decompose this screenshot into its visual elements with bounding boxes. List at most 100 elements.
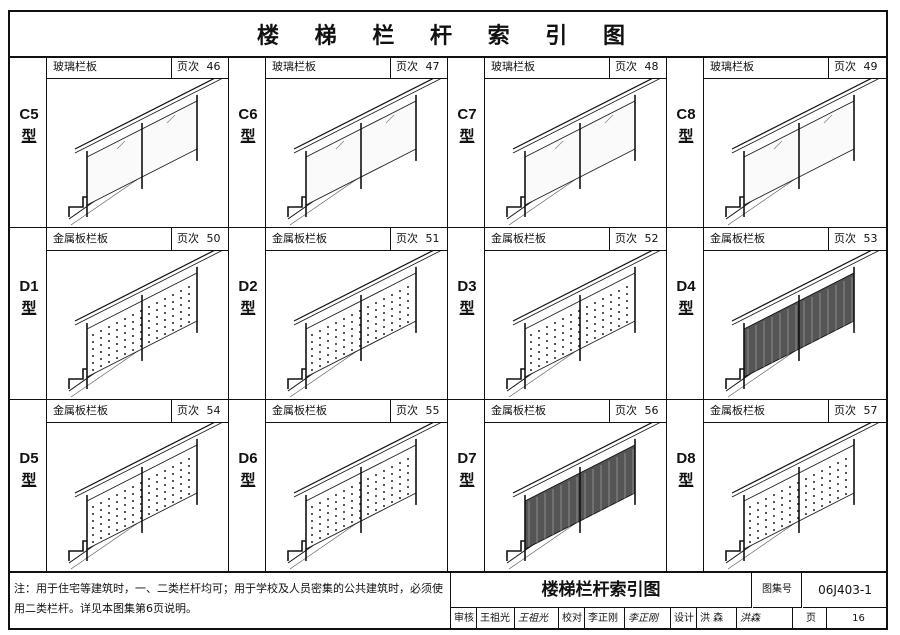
railing-page-ref: 页次 49 [828,56,886,78]
page-ref-number: 46 [206,60,221,73]
page-ref-label: 页次 [615,404,637,417]
stair-railing-drawing [68,416,226,570]
railing-detail-header: 金属板栏板 页次 52 [485,228,667,251]
railing-index-cell: C6 型 玻璃栏板 页次 47 [229,56,448,228]
railing-page-ref: 页次 46 [171,56,229,78]
railing-drawing-area [704,416,886,571]
railing-type-code: C7 [457,106,477,123]
page-ref-number: 55 [425,404,440,417]
page-ref-label: 页次 [834,404,856,417]
railing-index-grid: C5 型 玻璃栏板 页次 46 C6 型 玻璃栏板 页次 47 [10,56,886,572]
railing-detail-frame: 玻璃栏板 页次 46 [46,56,229,228]
page-ref-number: 57 [863,404,878,417]
railing-index-cell: C8 型 玻璃栏板 页次 49 [667,56,886,228]
railing-index-cell: C5 型 玻璃栏板 页次 46 [10,56,229,228]
stair-railing-drawing [287,244,445,398]
railing-type-label: D3 型 [454,276,480,320]
designer-signature: 洪森 [737,608,793,629]
railing-drawing-area [704,72,886,227]
railing-type-suffix: 型 [21,472,37,489]
railing-page-ref: 页次 54 [171,400,229,422]
sheet-title-bar: 楼 梯 栏 杆 索 引 图 [10,12,886,58]
railing-index-cell: C7 型 玻璃栏板 页次 48 [448,56,667,228]
railing-detail-header: 玻璃栏板 页次 48 [485,56,667,79]
railing-panel-name: 金属板栏板 [710,232,765,245]
railing-page-ref: 页次 51 [390,228,448,250]
railing-panel-name: 玻璃栏板 [272,60,316,73]
stair-railing-drawing [725,244,883,398]
page-ref-label: 页次 [177,232,199,245]
title-block: 楼梯栏杆索引图 图集号 06J403-1 审核 王祖光 王祖光 校对 李正刚 李… [450,573,887,629]
page-ref-number: 52 [644,232,659,245]
railing-type-suffix: 型 [21,300,37,317]
railing-type-label: D1 型 [16,276,42,320]
stair-railing-drawing [506,244,664,398]
page-ref-label: 页次 [615,60,637,73]
railing-type-label: D4 型 [673,276,699,320]
railing-detail-frame: 玻璃栏板 页次 48 [484,56,667,228]
usage-note: 注：用于住宅等建筑时，一、二类栏杆均可；用于学校及人员密集的公共建筑时，必须使用… [14,582,443,615]
railing-panel-name: 金属板栏板 [53,404,108,417]
railing-detail-header: 玻璃栏板 页次 47 [266,56,448,79]
page-ref-number: 51 [425,232,440,245]
designer-name: 洪 森 [697,608,737,629]
page-number: 16 [852,613,865,624]
signature-row: 审核 王祖光 王祖光 校对 李正刚 李正刚 设计 洪 森 洪森 页 16 [451,608,887,629]
railing-type-suffix: 型 [678,128,694,145]
railing-detail-frame: 金属板栏板 页次 50 [46,228,229,400]
page-label: 页 [793,608,827,629]
railing-page-ref: 页次 50 [171,228,229,250]
railing-type-code: D5 [19,450,39,467]
railing-page-ref: 页次 55 [390,400,448,422]
railing-drawing-area [266,72,448,227]
railing-detail-frame: 金属板栏板 页次 55 [265,400,448,572]
railing-detail-frame: 金属板栏板 页次 56 [484,400,667,572]
railing-panel-name: 金属板栏板 [491,404,546,417]
railing-index-cell: D8 型 金属板栏板 页次 57 [667,400,886,572]
page-ref-label: 页次 [177,404,199,417]
railing-detail-header: 金属板栏板 页次 56 [485,400,667,423]
page-ref-label: 页次 [396,232,418,245]
railing-type-code: D4 [676,278,696,295]
footer: 注：用于住宅等建筑时，一、二类栏杆均可；用于学校及人员密集的公共建筑时，必须使用… [10,572,887,629]
railing-type-code: D8 [676,450,696,467]
railing-page-ref: 页次 48 [609,56,667,78]
railing-type-label: D6 型 [235,448,261,492]
railing-drawing-area [47,244,229,399]
railing-type-suffix: 型 [459,472,475,489]
railing-page-ref: 页次 56 [609,400,667,422]
railing-index-cell: D2 型 金属板栏板 页次 51 [229,228,448,400]
railing-type-label: D8 型 [673,448,699,492]
railing-page-ref: 页次 47 [390,56,448,78]
stair-railing-drawing [68,72,226,226]
page-ref-label: 页次 [834,232,856,245]
page-ref-number: 48 [644,60,659,73]
railing-type-suffix: 型 [678,472,694,489]
railing-panel-name: 金属板栏板 [491,232,546,245]
railing-type-suffix: 型 [240,128,256,145]
stair-railing-drawing [287,416,445,570]
railing-detail-header: 金属板栏板 页次 55 [266,400,448,423]
railing-drawing-area [266,244,448,399]
railing-type-code: D2 [238,278,258,295]
page-ref-label: 页次 [615,232,637,245]
railing-detail-frame: 玻璃栏板 页次 49 [703,56,886,228]
railing-detail-header: 金属板栏板 页次 50 [47,228,229,251]
stair-railing-drawing [287,72,445,226]
railing-type-label: D7 型 [454,448,480,492]
railing-detail-header: 金属板栏板 页次 51 [266,228,448,251]
railing-detail-frame: 玻璃栏板 页次 47 [265,56,448,228]
railing-page-ref: 页次 53 [828,228,886,250]
page-ref-label: 页次 [396,60,418,73]
railing-drawing-area [485,72,667,227]
railing-type-suffix: 型 [240,300,256,317]
design-label: 设计 [671,608,697,629]
railing-type-code: D6 [238,450,258,467]
review-label: 审核 [451,608,477,629]
railing-index-cell: D3 型 金属板栏板 页次 52 [448,228,667,400]
railing-drawing-area [485,244,667,399]
page-ref-label: 页次 [834,60,856,73]
railing-index-cell: D4 型 金属板栏板 页次 53 [667,228,886,400]
railing-panel-name: 玻璃栏板 [53,60,97,73]
railing-type-suffix: 型 [240,472,256,489]
